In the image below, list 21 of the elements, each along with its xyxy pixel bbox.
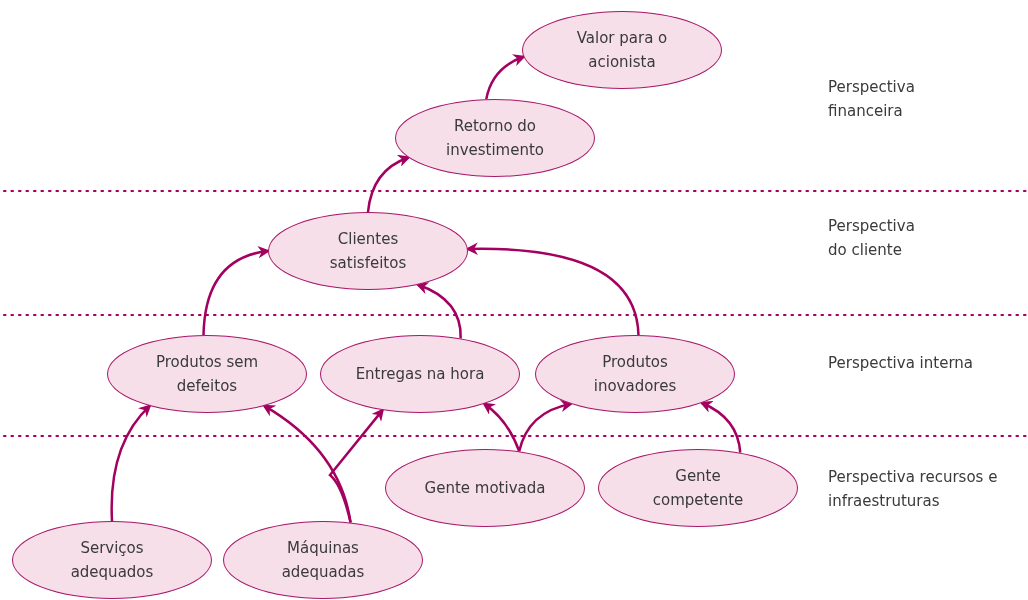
arrow [699,401,742,453]
node-label: Máquinas adequadas [280,538,366,583]
node-label: Produtos inovadores [592,352,678,397]
arrow [328,408,385,523]
perspective-label: Perspectiva recursos e infraestruturas [828,467,999,512]
node-label: Serviços adequados [69,538,155,583]
node-label: Clientes satisfeitos [328,229,408,274]
arrow [366,155,411,213]
arrow [110,404,152,522]
perspective-label: Perspectiva interna [828,353,974,374]
node-label: Retorno do investimento [444,116,546,161]
node-label: Valor para o acionista [575,28,669,73]
perspective-label: Perspectiva financeira [828,77,916,122]
arrow [415,282,462,339]
arrow [482,402,521,452]
node-label: Gente competente [651,466,745,511]
perspective-label: Perspectiva do cliente [828,216,916,261]
node-label: Entregas na hora [355,364,485,385]
node-label: Gente motivada [424,478,546,499]
node-label: Produtos sem defeitos [154,352,260,397]
arrow [518,400,574,452]
